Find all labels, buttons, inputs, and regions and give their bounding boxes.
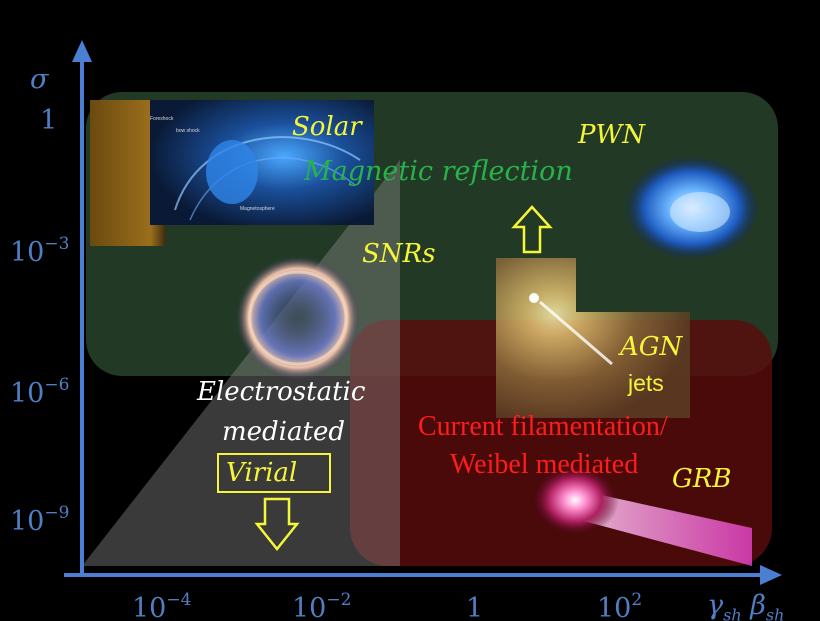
- electrostatic-label: Electrostatic: [197, 377, 366, 407]
- up-arrow: [511, 205, 553, 254]
- solar-image: [90, 100, 374, 246]
- solar-label: Solar: [292, 112, 362, 142]
- current-filamentation-label: Current filamentation/: [418, 411, 668, 442]
- agn-label: AGN: [620, 332, 683, 362]
- virial-label: Virial: [226, 458, 298, 488]
- grb-image: [531, 464, 752, 566]
- snrs-label: SNRs: [362, 239, 436, 269]
- x-axis-symbol: γsh βsh: [707, 590, 785, 621]
- pwn-label: PWN: [578, 120, 645, 150]
- pwn-image: [624, 156, 760, 260]
- y-tick-1e-3: 10−3: [10, 234, 70, 268]
- magnetic-reflection-label: Magnetic reflection: [304, 156, 573, 187]
- snr-image: [236, 256, 360, 380]
- x-tick-1: 1: [466, 593, 484, 621]
- x-tick-1e-2: 10−2: [292, 590, 352, 621]
- y-tick-1: 1: [40, 105, 58, 136]
- mediated-label: mediated: [222, 417, 345, 447]
- x-axis-arrow: [760, 565, 782, 585]
- foreshock-label: Foreshock: [150, 116, 174, 122]
- virial-box: [217, 453, 331, 493]
- y-axis-symbol: σ: [30, 64, 49, 95]
- x-tick-1e-4: 10−4: [132, 590, 192, 621]
- y-tick-1e-6: 10−6: [10, 375, 70, 409]
- down-arrow: [254, 497, 300, 552]
- magnetosphere-label: Magnetosphere: [240, 206, 275, 212]
- x-tick-1e2: 102: [597, 590, 643, 621]
- y-axis-arrow: [72, 40, 92, 62]
- y-tick-1e-9: 10−9: [10, 503, 70, 537]
- agn-image: [496, 258, 690, 418]
- jets-label: jets: [628, 370, 664, 396]
- bow-shock-label: bow shock: [176, 128, 200, 134]
- grb-label: GRB: [672, 464, 732, 494]
- weibel-mediated-label: Weibel mediated: [450, 449, 639, 480]
